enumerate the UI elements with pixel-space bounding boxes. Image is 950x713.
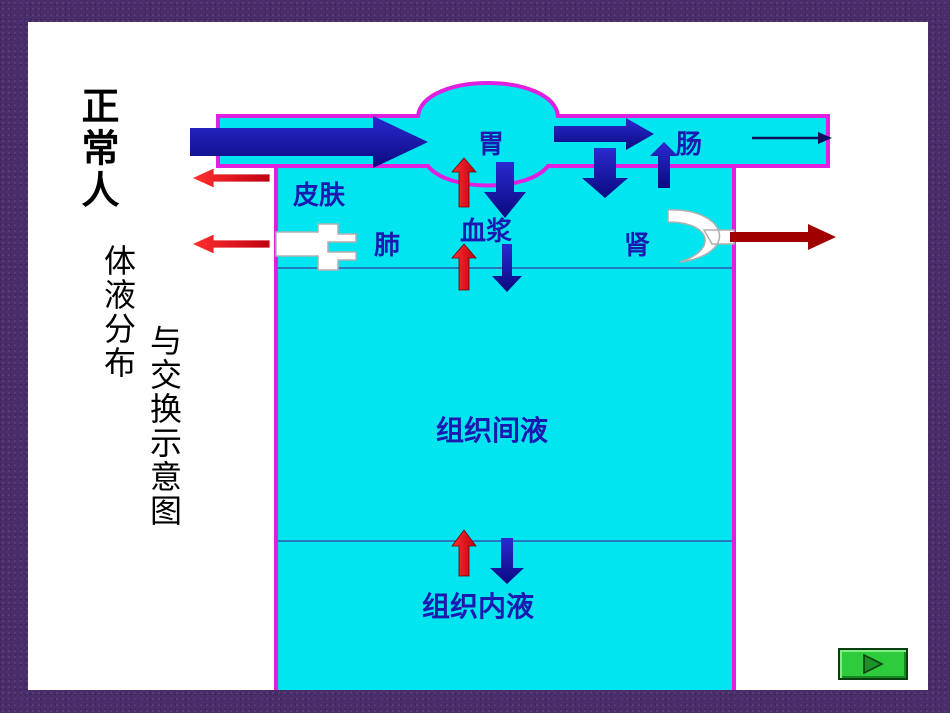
plasma-to-interstitial-arrow [492, 244, 522, 292]
gi-tract [216, 81, 830, 188]
intestine-secretion-arrow [650, 142, 678, 188]
slide: 胃 肠 皮肤 肺 血浆 肾 组织间液 组织内液 正常人 体液分布 与交换示意图 [28, 22, 928, 690]
stomach-to-intestine-arrow [554, 118, 654, 150]
title-line-1: 体液分布 [99, 244, 137, 380]
interstitial-to-intracellular-arrow [490, 538, 524, 584]
title-line-2: 与交换示意图 [145, 324, 183, 528]
intestine-absorption-arrow [582, 148, 628, 198]
kidney-connector [667, 209, 735, 263]
stomach-secretion-arrow [451, 157, 477, 208]
label-skin: 皮肤 [293, 181, 346, 211]
label-stomach: 胃 [478, 130, 504, 160]
lung-connector [275, 223, 357, 271]
label-lung: 肺 [374, 231, 400, 261]
intracellular-to-interstitial-arrow [451, 529, 477, 577]
label-plasma: 血浆 [460, 216, 513, 247]
play-button[interactable] [838, 648, 908, 680]
label-interstitial: 组织间液 [436, 414, 548, 447]
interstitial-to-plasma-arrow [451, 243, 477, 291]
kidney-output-arrow [730, 224, 836, 250]
skin-loss-arrow [191, 167, 271, 189]
fluid-body [274, 152, 736, 690]
body-fluid-diagram: 胃 肠 皮肤 肺 血浆 肾 组织间液 组织内液 [190, 81, 836, 690]
intestine-output-head [818, 132, 832, 144]
label-intestine: 肠 [676, 130, 702, 160]
title-main: 正常人 [75, 86, 119, 212]
play-triangle-icon [863, 654, 884, 674]
label-intracellular: 组织内液 [422, 590, 534, 623]
label-kidney: 肾 [624, 231, 650, 261]
stomach-absorption-arrow [484, 162, 526, 218]
lung-loss-arrow [191, 233, 271, 255]
intake-arrow [190, 116, 428, 168]
